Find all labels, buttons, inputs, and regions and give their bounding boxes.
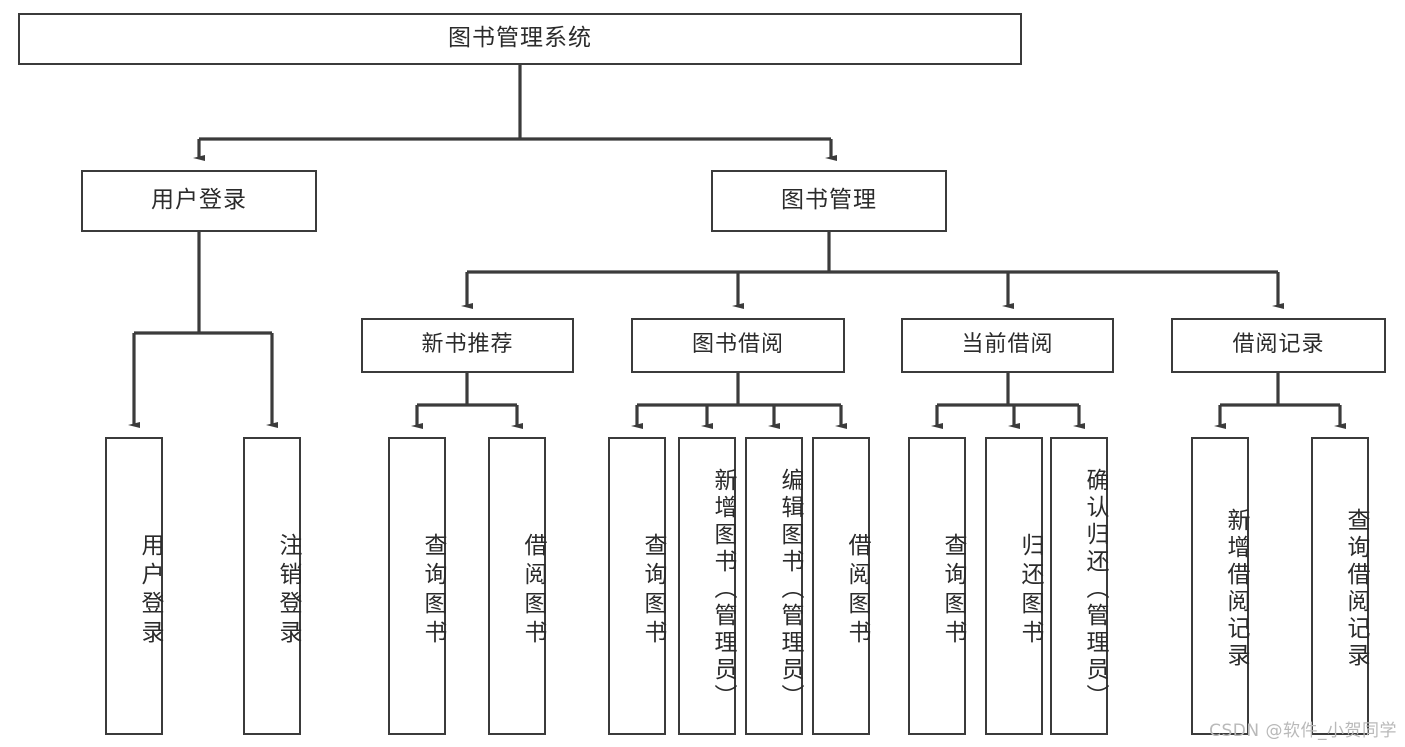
- leaf-add-book-label: 新增图书（管理员）: [710, 467, 736, 711]
- leaf-user-logout-label: 注销登录: [275, 533, 301, 649]
- node-current-borrow-label: 当前借阅: [961, 332, 1054, 358]
- leaf-query-book-2-label: 查询图书: [640, 533, 666, 649]
- leaf-confirm-return[interactable]: 确认归还（管理员）: [1050, 437, 1108, 735]
- node-book-borrow-label: 图书借阅: [691, 332, 784, 358]
- leaf-query-book-1[interactable]: 查询图书: [388, 437, 446, 735]
- node-root[interactable]: 图书管理系统: [18, 13, 1022, 65]
- leaf-borrow-book-2[interactable]: 借阅图书: [812, 437, 870, 735]
- node-user-login-label: 用户登录: [151, 187, 247, 214]
- node-new-book-rec-label: 新书推荐: [421, 332, 514, 358]
- leaf-edit-book[interactable]: 编辑图书（管理员）: [745, 437, 803, 735]
- leaf-borrow-book-1[interactable]: 借阅图书: [488, 437, 546, 735]
- node-borrow-record-label: 借阅记录: [1232, 332, 1325, 358]
- leaf-query-record[interactable]: 查询借阅记录: [1311, 437, 1369, 735]
- node-root-label: 图书管理系统: [448, 25, 592, 52]
- node-book-manage[interactable]: 图书管理: [711, 170, 947, 232]
- leaf-query-record-label: 查询借阅记录: [1343, 508, 1369, 670]
- leaf-query-book-2[interactable]: 查询图书: [608, 437, 666, 735]
- leaf-user-login-label: 用户登录: [137, 533, 163, 649]
- leaf-borrow-book-1-label: 借阅图书: [520, 533, 546, 649]
- node-current-borrow[interactable]: 当前借阅: [901, 318, 1114, 373]
- leaf-add-record-label: 新增借阅记录: [1223, 508, 1249, 670]
- leaf-query-book-3[interactable]: 查询图书: [908, 437, 966, 735]
- leaf-borrow-book-2-label: 借阅图书: [844, 533, 870, 649]
- leaf-query-book-1-label: 查询图书: [420, 533, 446, 649]
- leaf-add-record[interactable]: 新增借阅记录: [1191, 437, 1249, 735]
- leaf-edit-book-label: 编辑图书（管理员）: [777, 467, 803, 711]
- node-book-borrow[interactable]: 图书借阅: [631, 318, 845, 373]
- leaf-return-book-label: 归还图书: [1017, 533, 1043, 649]
- leaf-add-book[interactable]: 新增图书（管理员）: [678, 437, 736, 735]
- node-new-book-rec[interactable]: 新书推荐: [361, 318, 574, 373]
- leaf-query-book-3-label: 查询图书: [940, 533, 966, 649]
- node-borrow-record[interactable]: 借阅记录: [1171, 318, 1386, 373]
- node-user-login[interactable]: 用户登录: [81, 170, 317, 232]
- leaf-confirm-return-label: 确认归还（管理员）: [1082, 467, 1108, 711]
- leaf-return-book[interactable]: 归还图书: [985, 437, 1043, 735]
- csdn-watermark: CSDN @软件_小贺同学: [1209, 721, 1397, 741]
- node-book-manage-label: 图书管理: [781, 187, 877, 214]
- leaf-user-logout[interactable]: 注销登录: [243, 437, 301, 735]
- leaf-user-login[interactable]: 用户登录: [105, 437, 163, 735]
